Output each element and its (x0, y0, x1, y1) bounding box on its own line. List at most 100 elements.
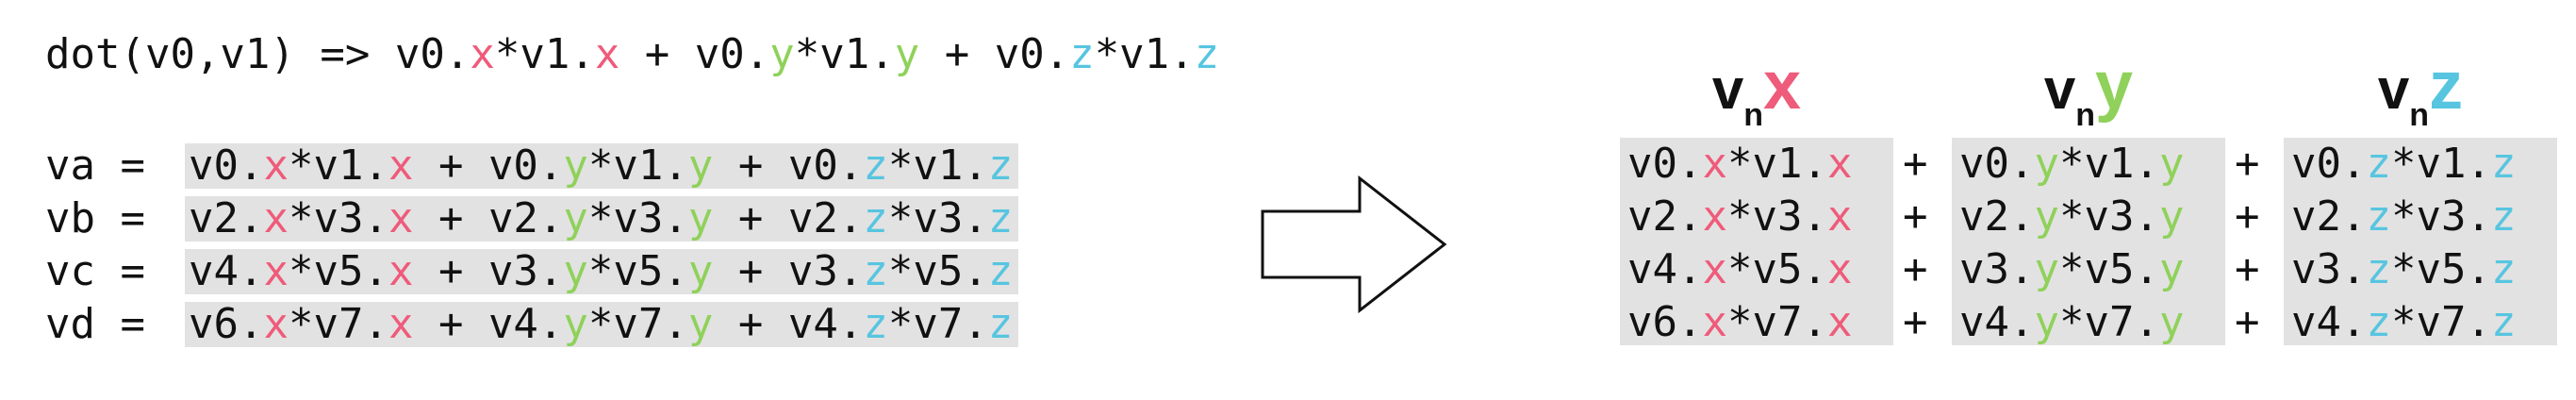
component-z: z (863, 194, 888, 242)
vector-name: v2. (487, 194, 564, 242)
component-x: x (470, 30, 495, 78)
vector-name: v4. (1959, 298, 2035, 346)
column-vector-symbol: v (2043, 58, 2076, 121)
component-z: z (2366, 245, 2391, 293)
plus-sign: + (413, 194, 488, 242)
component-z: z (987, 194, 1014, 242)
component-z: z (2366, 298, 2391, 346)
plus-sign: + (2235, 140, 2260, 188)
vector-name: v2. (1959, 192, 2035, 241)
vector-name: *v3. (2058, 192, 2159, 241)
column-header-y: vny (1952, 47, 2225, 151)
vector-name: v4. (1627, 245, 1703, 293)
vector-name: v0. (1959, 140, 2035, 188)
component-x: x (263, 300, 289, 348)
vector-name: v4. (787, 300, 864, 348)
vector-name: *v3. (288, 194, 388, 242)
component-y: y (687, 247, 714, 295)
component-z: z (863, 300, 888, 348)
vector-name: *v1. (1726, 140, 1827, 188)
component-y: y (769, 30, 795, 78)
plus-sign: + (1903, 192, 1928, 241)
component-x: x (263, 194, 289, 242)
vector-name: *v7. (1726, 298, 1827, 346)
component-y: y (687, 142, 714, 190)
vector-name: v3. (1959, 245, 2035, 293)
component-z: z (2490, 298, 2517, 346)
vector-name: *v3. (887, 194, 988, 242)
column-cell: v0.x*v1.x (1627, 138, 1852, 191)
column-cell: v3.y*v5.y (1959, 243, 2184, 296)
vector-name: v0. (2291, 140, 2367, 188)
vector-name: *v5. (887, 247, 988, 295)
column-cell: v6.x*v7.x (1627, 296, 1852, 349)
vector-name: *v7. (2058, 298, 2159, 346)
component-y: y (563, 142, 588, 190)
plus-sign: + (2235, 192, 2260, 241)
vector-name: *v5. (288, 247, 388, 295)
vector-name: *v5. (587, 247, 688, 295)
column-subscript: n (2409, 97, 2430, 133)
component-y: y (2034, 245, 2059, 293)
component-z: z (863, 142, 888, 190)
vector-name: v4. (487, 300, 564, 348)
vector-name: *v1. (288, 142, 388, 190)
component-z: z (987, 142, 1014, 190)
plus-sign: + (713, 300, 788, 348)
vector-name: *v3. (2390, 192, 2491, 241)
component-y: y (563, 194, 588, 242)
component-y: y (894, 30, 920, 78)
component-x: x (1702, 140, 1727, 188)
vector-name: v4. (189, 247, 264, 295)
component-x: x (263, 142, 289, 190)
definition-text: + v0. (919, 30, 1070, 78)
component-x: x (388, 300, 414, 348)
component-y: y (2034, 192, 2059, 241)
component-x: x (388, 194, 414, 242)
vector-name: *v7. (288, 300, 388, 348)
column-axis-x: x (1763, 48, 1802, 124)
component-x: x (594, 30, 620, 78)
row-expression: v4.x*v5.x + v3.y*v5.y + v3.z*v5.z (185, 247, 1019, 295)
column-axis-y: y (2095, 48, 2134, 124)
component-x: x (388, 142, 414, 190)
row-label: vd = (45, 300, 145, 348)
component-y: y (2034, 298, 2059, 346)
component-x: x (263, 247, 289, 295)
column-cell: v4.x*v5.x (1627, 243, 1852, 296)
vector-name: v4. (2291, 298, 2367, 346)
column-axis-z: z (2429, 48, 2464, 124)
column-cell: v0.z*v1.z (2291, 138, 2516, 191)
row-expression: v6.x*v7.x + v4.y*v7.y + v4.z*v7.z (185, 300, 1019, 348)
vector-name: *v1. (2058, 140, 2159, 188)
vector-name: *v7. (2390, 298, 2491, 346)
column-cell: v3.z*v5.z (2291, 243, 2516, 296)
component-y: y (563, 300, 588, 348)
vector-name: v2. (189, 194, 264, 242)
component-x: x (1826, 140, 1853, 188)
vector-name: v2. (1627, 192, 1703, 241)
vector-name: *v3. (1726, 192, 1827, 241)
definition-text: + v0. (619, 30, 770, 78)
component-y: y (687, 300, 714, 348)
column-vector-symbol: v (2377, 58, 2410, 121)
plus-sign: + (413, 142, 488, 190)
vector-name: v6. (1627, 298, 1703, 346)
dot-product-definition: dot(v0,v1) => v0.x*v1.x + v0.y*v1.y + v0… (45, 25, 1219, 85)
component-y: y (2034, 140, 2059, 188)
definition-text: *v1. (1094, 30, 1195, 78)
plus-sign: + (1903, 245, 1928, 293)
component-y: y (2158, 192, 2185, 241)
row-expression: v0.x*v1.x + v0.y*v1.y + v0.z*v1.z (185, 142, 1019, 190)
component-z: z (2366, 192, 2391, 241)
component-y: y (2158, 245, 2185, 293)
component-z: z (2366, 140, 2391, 188)
vector-name: v0. (1627, 140, 1703, 188)
definition-text: *v1. (494, 30, 595, 78)
vector-name: *v1. (2390, 140, 2491, 188)
column-cell: v4.y*v7.y (1959, 296, 2184, 349)
vector-name: *v5. (2058, 245, 2159, 293)
component-x: x (1702, 298, 1727, 346)
